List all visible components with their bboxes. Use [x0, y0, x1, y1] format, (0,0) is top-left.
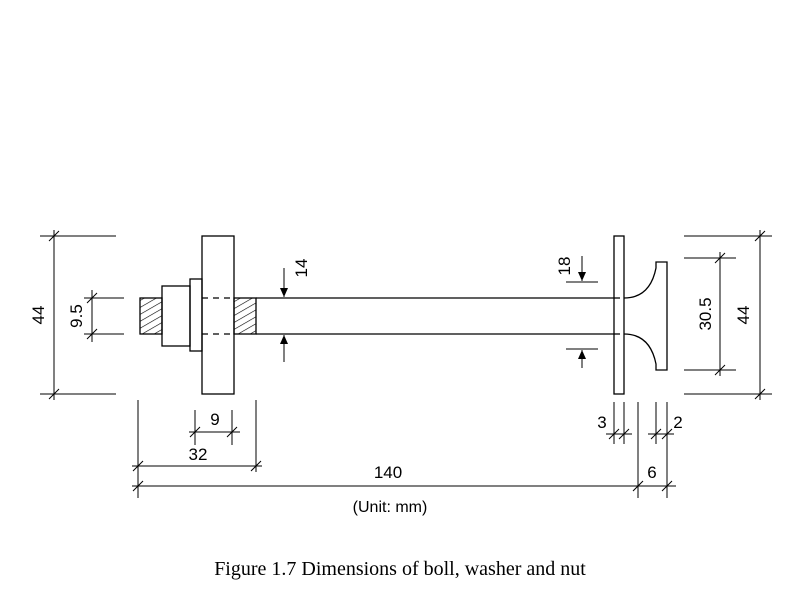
label-nut-width: 9 — [210, 410, 219, 429]
dim-right-inner: 30.5 — [684, 252, 736, 376]
dim-thread-diameter: 9.5 — [67, 290, 124, 342]
thread-section — [233, 297, 257, 335]
dim-right-height: 44 — [684, 230, 772, 400]
label-plate-thickness: 3 — [597, 413, 606, 432]
label-head-height: 18 — [555, 257, 574, 276]
bolt-shank — [256, 297, 614, 335]
label-bolt-length: 140 — [374, 463, 402, 482]
dim-nut-width: 9 — [189, 410, 240, 438]
dim-bolt-length: 140 6 — [132, 463, 676, 492]
label-left-height: 44 — [29, 306, 48, 325]
dim-head-thickness: 2 — [648, 413, 683, 440]
unit-note: (Unit: mm) — [353, 499, 428, 516]
dim-head-height: 18 — [555, 256, 598, 368]
dim-bolt-grip: 32 — [132, 445, 262, 472]
thread-tail — [139, 297, 163, 335]
label-right-height: 44 — [734, 306, 753, 325]
label-bolt-grip: 32 — [189, 445, 208, 464]
label-washer-thickness: 14 — [292, 259, 311, 278]
label-head-thickness: 2 — [673, 413, 682, 432]
nut — [161, 285, 191, 347]
dim-left-height: 44 — [29, 230, 116, 400]
label-right-inner: 30.5 — [696, 297, 715, 330]
bolt-head — [623, 261, 668, 371]
label-head-offset: 6 — [647, 463, 656, 482]
figure-caption: Figure 1.7 Dimensions of boll, washer an… — [214, 558, 586, 580]
plate — [613, 235, 625, 395]
bolt-head-assembly — [613, 235, 668, 395]
nut-step — [189, 278, 203, 352]
washer — [201, 235, 235, 395]
dim-plate-thickness: 3 — [597, 413, 632, 440]
label-thread-diameter: 9.5 — [67, 304, 86, 328]
dim-washer-thickness: 14 — [268, 259, 311, 362]
nut-assembly — [139, 235, 257, 395]
